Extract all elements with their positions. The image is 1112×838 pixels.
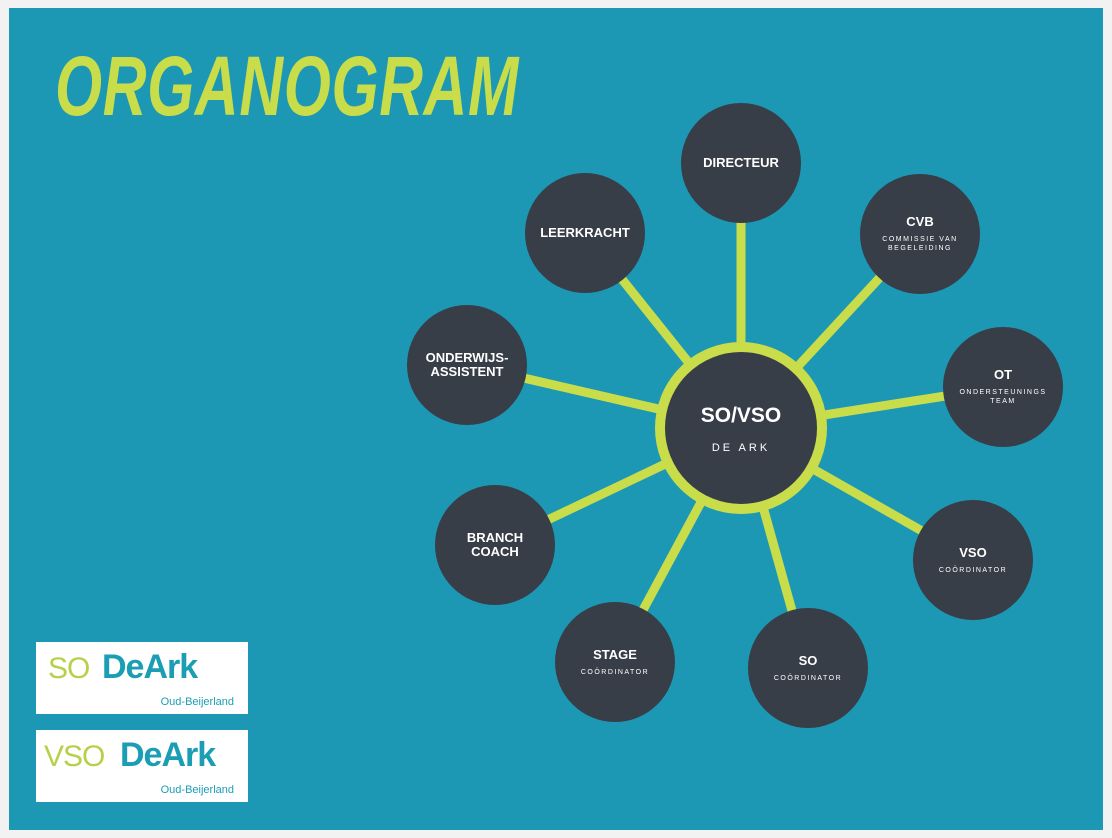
logo-so-prefix: SO xyxy=(48,652,90,685)
node-cvb: CVB COMMISSIE VAN BEGELEIDING xyxy=(860,174,980,294)
node-leerkracht-name: LEERKRACHT xyxy=(540,225,630,240)
node-vso-subtitle: COÖRDINATOR xyxy=(938,566,1008,574)
node-vso: VSO COÖRDINATOR xyxy=(913,500,1033,620)
node-onderwijsassistent: ONDERWIJS- ASSISTENT xyxy=(407,305,527,425)
node-onderwijsassistent-name: ONDERWIJS- ASSISTENT xyxy=(425,350,509,379)
logo-vso-prefix: VSO xyxy=(44,740,105,773)
node-stage-name: STAGE xyxy=(593,646,637,662)
logo-vso-brand: DeArk xyxy=(120,736,216,774)
node-cvb-name: CVB xyxy=(906,214,934,229)
center-node-name: SO/VSO xyxy=(700,403,782,427)
node-ot: OT ONDERSTEUNINGS TEAM xyxy=(943,327,1063,447)
node-stage: STAGE COÖRDINATOR xyxy=(555,602,675,722)
node-leerkracht: LEERKRACHT xyxy=(525,173,645,293)
logo-so-brand: DeArk xyxy=(102,648,198,686)
node-directeur-name: DIRECTEUR xyxy=(703,155,779,170)
logo-so-de-ark: SO DeArk Oud-Beijerland xyxy=(36,642,248,714)
node-ot-name: OT xyxy=(993,367,1013,382)
logo-vso-de-ark: VSO DeArk Oud-Beijerland xyxy=(36,730,248,802)
logo-vso-place: Oud-Beijerland xyxy=(160,784,234,796)
node-ot-subtitle: ONDERSTEUNINGS TEAM xyxy=(959,389,1047,405)
node-stage-subtitle: COÖRDINATOR xyxy=(580,668,650,676)
node-directeur: DIRECTEUR xyxy=(681,103,801,223)
logo-so-place: Oud-Beijerland xyxy=(160,696,234,708)
center-node-subtitle: DE ARK xyxy=(711,441,771,454)
node-vso-name: VSO xyxy=(959,544,987,560)
slide: ORGANOGRAM SO/VSO DE ARK DIRECTEUR CVB C… xyxy=(9,8,1103,830)
node-so: SO COÖRDINATOR xyxy=(748,608,868,728)
center-node: SO/VSO DE ARK xyxy=(655,342,827,514)
node-so-subtitle: COÖRDINATOR xyxy=(773,674,843,682)
page-title: ORGANOGRAM xyxy=(55,39,520,133)
node-branch-coach-name: BRANCH COACH xyxy=(466,530,524,559)
node-branch-coach: BRANCH COACH xyxy=(435,485,555,605)
node-cvb-subtitle: COMMISSIE VAN BEGELEIDING xyxy=(882,236,958,252)
node-so-name: SO xyxy=(798,652,818,668)
